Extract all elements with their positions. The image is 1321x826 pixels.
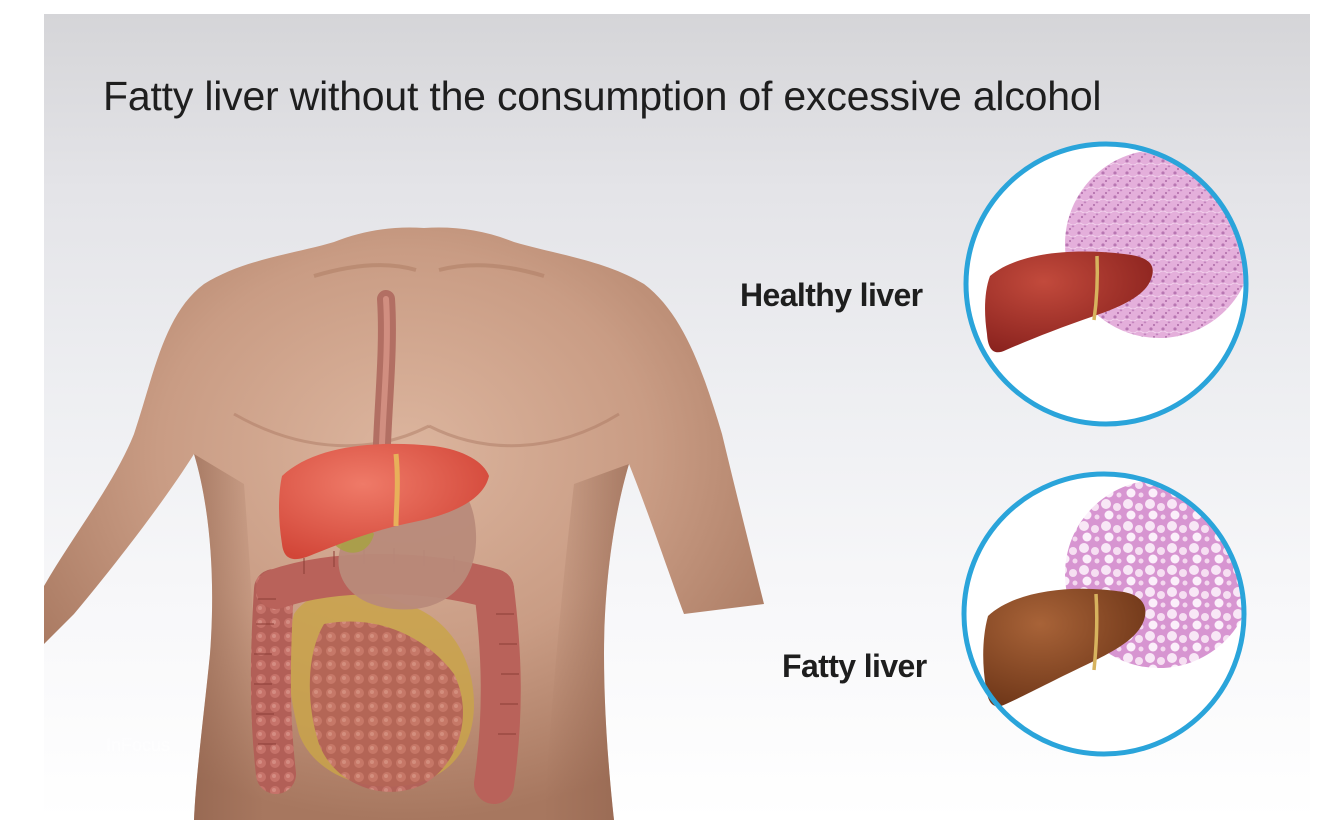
healthy-liver-inset — [966, 144, 1253, 424]
fatty-liver-inset — [964, 474, 1253, 754]
healthy-liver-label: Healthy liver — [740, 277, 923, 314]
watermark-text: InFocus — [106, 735, 170, 755]
illustration-artwork: InFocus — [44, 14, 1310, 820]
illustration-canvas: InFocus Fatty liver without the consumpt… — [44, 14, 1310, 820]
diagram-title: Fatty liver without the consumption of e… — [103, 73, 1101, 120]
fatty-liver-label: Fatty liver — [782, 648, 927, 685]
